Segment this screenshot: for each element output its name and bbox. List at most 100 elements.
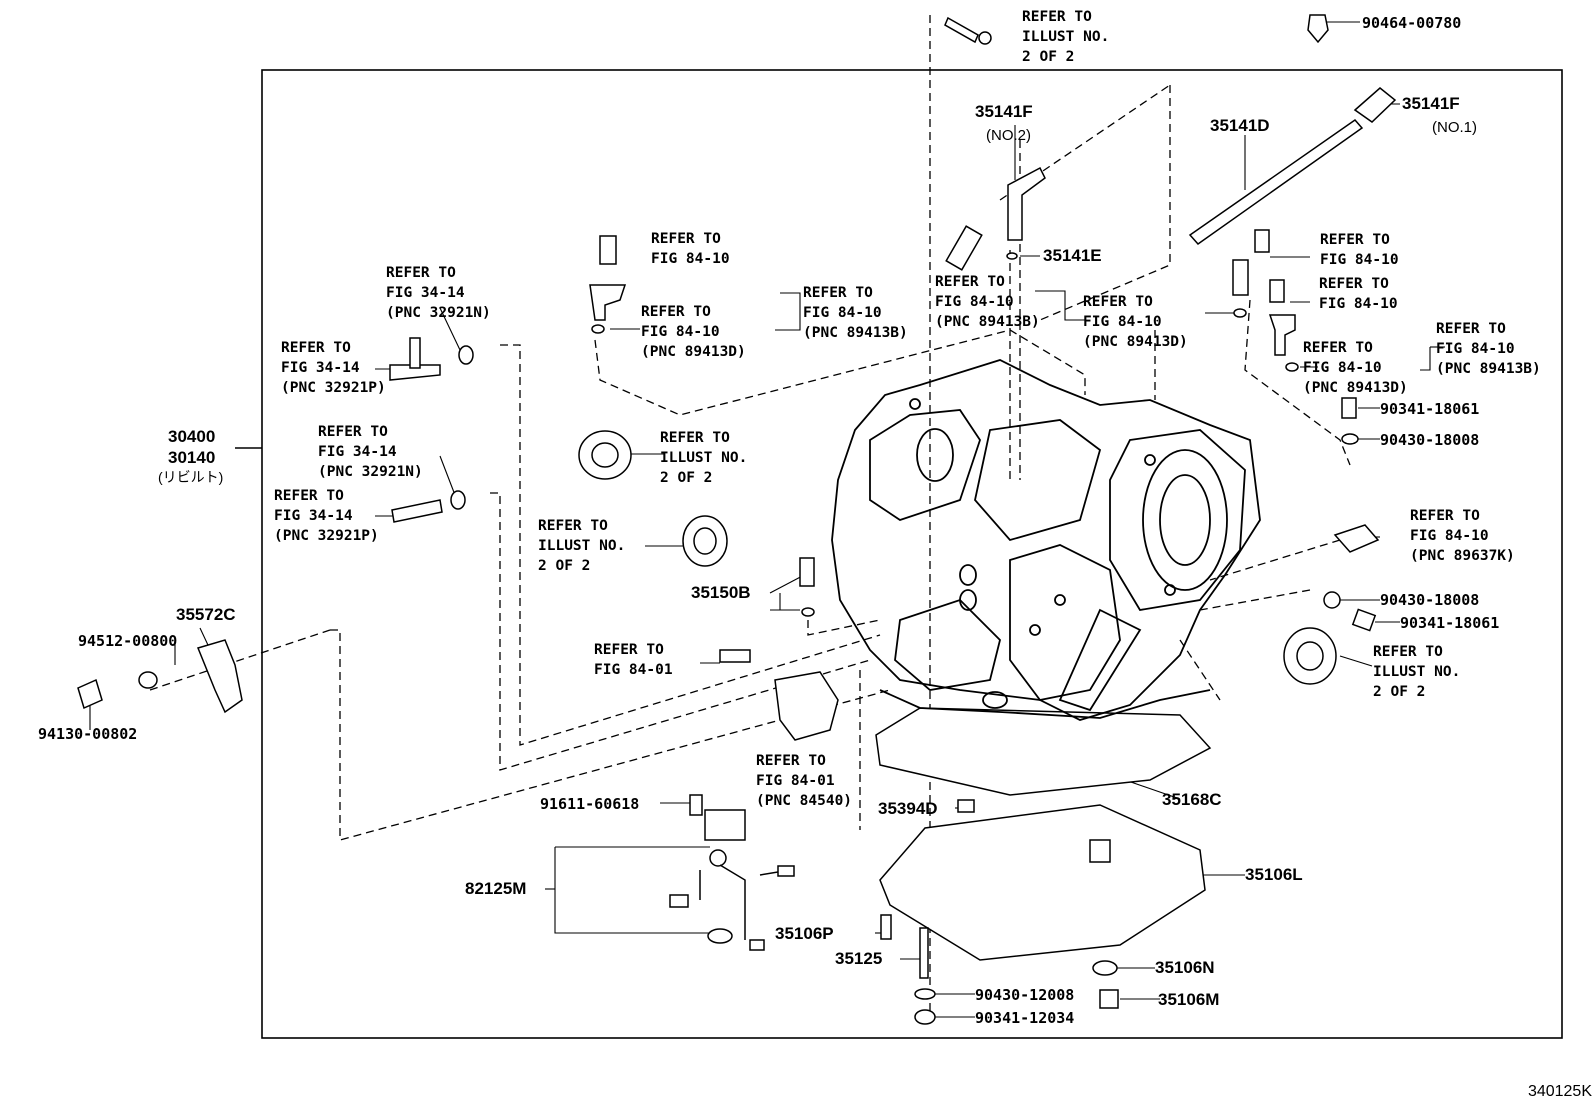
bolt-icon bbox=[880, 914, 892, 940]
transaxle-case-icon bbox=[831, 359, 1261, 721]
bolt-icon bbox=[944, 16, 992, 45]
clip-icon bbox=[1307, 14, 1329, 44]
refer-label: REFER TO ILLUST NO. 2 OF 2 bbox=[1373, 644, 1461, 700]
washer-icon bbox=[914, 988, 936, 1000]
part-number: 94512-00800 bbox=[78, 632, 178, 650]
part-number: 90430-18008 bbox=[1380, 431, 1480, 449]
part-note: (リビルト) bbox=[158, 469, 224, 485]
part-number: 35150B bbox=[691, 583, 751, 602]
part-number: 35168C bbox=[1162, 790, 1222, 809]
nut-icon bbox=[77, 678, 103, 710]
part-number: 90341-18061 bbox=[1400, 614, 1500, 632]
refer-label: REFER TO FIG 84-10 (PNC 89413B) bbox=[1436, 321, 1541, 377]
part-number: 90341-18061 bbox=[1380, 400, 1480, 418]
refer-label: REFER TO FIG 34-14 (PNC 32921N) bbox=[318, 424, 423, 480]
plug-icon bbox=[1099, 989, 1119, 1009]
switch-icon bbox=[1333, 524, 1380, 553]
plug-icon bbox=[1351, 608, 1377, 632]
oil-seal-icon bbox=[578, 430, 632, 480]
part-number: 82125M bbox=[465, 879, 527, 898]
part-number: 35141F bbox=[975, 102, 1033, 121]
refer-label: REFER TO FIG 34-14 (PNC 32921N) bbox=[386, 265, 491, 321]
part-number: 35141D bbox=[1210, 116, 1270, 135]
refer-label: REFER TO ILLUST NO. 2 OF 2 bbox=[538, 518, 626, 574]
o-ring-icon bbox=[591, 324, 605, 334]
gasket-icon bbox=[945, 225, 983, 271]
part-number: 35106M bbox=[1158, 990, 1220, 1009]
oil-seal-icon bbox=[682, 515, 728, 567]
refer-label: REFER TO FIG 84-10 bbox=[651, 231, 730, 267]
shift-lever-icon bbox=[196, 639, 243, 714]
part-number: 35125 bbox=[835, 949, 883, 968]
refer-label: REFER TO FIG 84-10 (PNC 89413D) bbox=[1303, 340, 1408, 396]
elbow-fitting-icon bbox=[1007, 166, 1046, 241]
oil-seal-icon bbox=[1283, 627, 1337, 685]
part-number: 90430-12008 bbox=[975, 986, 1075, 1004]
oil-pan-gasket-icon bbox=[875, 707, 1212, 796]
refer-label: REFER TO FIG 84-10 (PNC 89413B) bbox=[803, 285, 908, 341]
refer-label: REFER TO ILLUST NO. 2 OF 2 bbox=[660, 430, 748, 486]
refer-label: REFER TO FIG 84-10 bbox=[1319, 276, 1398, 312]
refer-label: REFER TO FIG 84-10 bbox=[1320, 232, 1399, 268]
part-number: 90430-18008 bbox=[1380, 591, 1480, 609]
part-number: 35106L bbox=[1245, 865, 1303, 884]
part-number: 90341-12034 bbox=[975, 1009, 1075, 1027]
refer-label: REFER TO FIG 34-14 (PNC 32921P) bbox=[274, 488, 379, 544]
part-number: 35106P bbox=[775, 924, 834, 943]
part-number: 35141E bbox=[1043, 246, 1102, 265]
refer-label: REFER TO ILLUST NO. 2 OF 2 bbox=[1022, 9, 1110, 65]
leader-lines bbox=[89, 21, 1445, 1018]
part-number: 90464-00780 bbox=[1362, 14, 1462, 32]
strainer-icon bbox=[799, 557, 815, 587]
washer-icon bbox=[1323, 591, 1341, 609]
o-ring-icon bbox=[458, 345, 474, 365]
rod-icon bbox=[1188, 119, 1364, 245]
refer-label: REFER TO FIG 34-14 (PNC 32921P) bbox=[281, 340, 386, 396]
part-number: 35572C bbox=[176, 605, 236, 624]
part-number: 30140 bbox=[168, 448, 216, 467]
sensor-plug-icon bbox=[1353, 87, 1397, 123]
refer-label: REFER TO FIG 84-10 (PNC 89413D) bbox=[641, 304, 746, 360]
drain-plug-icon bbox=[1089, 839, 1111, 863]
refer-label: REFER TO FIG 84-01 bbox=[594, 642, 673, 678]
part-number: 35394D bbox=[878, 799, 938, 818]
diagram-code: 340125K bbox=[1528, 1083, 1592, 1099]
plug-icon bbox=[1341, 397, 1357, 419]
neutral-switch-icon bbox=[774, 671, 839, 741]
part-note: (NO.2) bbox=[986, 127, 1031, 144]
bolt-icon bbox=[719, 649, 751, 663]
bracket-icon bbox=[957, 799, 975, 813]
washer-icon bbox=[1092, 960, 1118, 976]
o-ring-icon bbox=[450, 490, 466, 510]
washer-icon bbox=[1341, 433, 1359, 445]
refer-label: REFER TO FIG 84-01 (PNC 84540) bbox=[756, 753, 853, 809]
union-pipe-icon bbox=[391, 499, 443, 523]
wire-harness-icon bbox=[669, 864, 795, 951]
part-number: 94130-00802 bbox=[38, 725, 138, 743]
o-ring-icon bbox=[801, 607, 815, 617]
o-ring-icon bbox=[1006, 252, 1018, 260]
o-ring-icon bbox=[1285, 362, 1299, 372]
small-parts bbox=[77, 14, 1397, 1025]
o-ring-icon bbox=[707, 928, 733, 944]
oil-pan-icon bbox=[879, 804, 1206, 961]
refer-label: REFER TO FIG 84-10 (PNC 89413D) bbox=[1083, 294, 1188, 350]
bolt-icon bbox=[919, 927, 929, 979]
part-number: 35106N bbox=[1155, 958, 1215, 977]
part-number: 30400 bbox=[168, 427, 216, 446]
o-ring-icon bbox=[1233, 308, 1247, 318]
part-note: (NO.1) bbox=[1432, 119, 1477, 136]
union-pipe-icon bbox=[389, 337, 441, 381]
speed-sensor-icon bbox=[1268, 279, 1296, 356]
part-number: 91611-60618 bbox=[540, 795, 640, 813]
solenoid-icon bbox=[689, 794, 746, 867]
plug-icon bbox=[914, 1009, 936, 1025]
assembly-frame bbox=[261, 69, 1563, 1039]
speed-sensor-icon bbox=[589, 235, 627, 321]
speed-sensor-icon bbox=[1232, 229, 1270, 296]
refer-label: REFER TO FIG 84-10 (PNC 89413B) bbox=[935, 274, 1040, 330]
part-number: 35141F bbox=[1402, 94, 1460, 113]
refer-label: REFER TO FIG 84-10 (PNC 89637K) bbox=[1410, 508, 1515, 564]
washer-icon bbox=[138, 671, 158, 689]
